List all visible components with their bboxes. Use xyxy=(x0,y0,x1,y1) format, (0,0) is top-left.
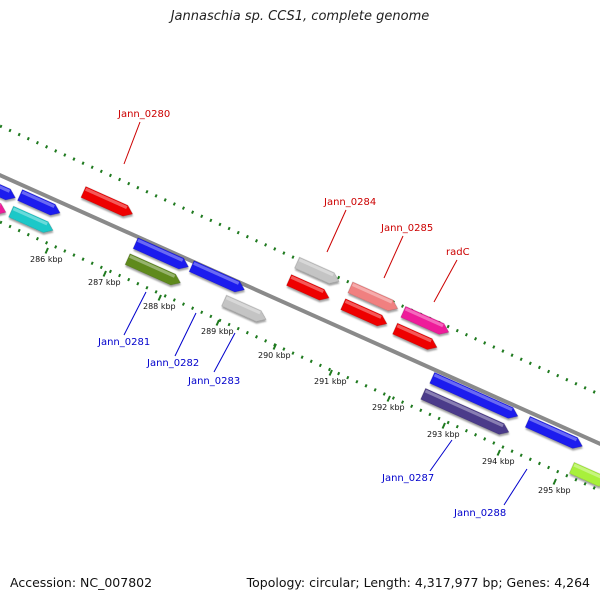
dotted-guide-line xyxy=(0,220,600,493)
label-leader-line xyxy=(383,235,404,279)
kbp-tick-mark xyxy=(441,422,446,429)
kbp-tick-label: 291 kbp xyxy=(314,377,347,386)
kbp-tick-label: 293 kbp xyxy=(427,430,460,439)
kbp-tick-mark xyxy=(44,247,49,254)
label-leader-line xyxy=(326,209,347,253)
gene-arrow[interactable] xyxy=(0,176,18,203)
kbp-tick-label: 287 kbp xyxy=(88,278,121,287)
genome-title: Jannaschia sp. CCS1, complete genome xyxy=(170,9,430,24)
gene-label[interactable]: Jann_0288 xyxy=(453,508,506,519)
gene-label[interactable]: Jann_0285 xyxy=(380,223,433,234)
kbp-tick-label: 295 kbp xyxy=(538,486,571,495)
gene-arrow[interactable] xyxy=(392,322,440,353)
gene-label[interactable]: Jann_0283 xyxy=(187,376,240,387)
gene-arrow[interactable] xyxy=(80,186,135,219)
label-leader-line xyxy=(123,291,147,336)
gene-arrow[interactable] xyxy=(8,205,56,236)
kbp-tick-mark xyxy=(496,449,501,456)
gene-label[interactable]: Jann_0281 xyxy=(97,337,150,348)
kbp-tick-mark xyxy=(102,270,107,277)
kbp-tick-label: 292 kbp xyxy=(372,403,405,412)
kbp-tick-mark xyxy=(386,395,391,402)
gene-arrow[interactable] xyxy=(429,371,521,421)
gene-arrow[interactable] xyxy=(0,195,8,218)
gene-arrow[interactable] xyxy=(340,298,390,330)
label-leader-line xyxy=(433,259,458,303)
gene-arrow[interactable] xyxy=(132,237,191,273)
gene-arrow[interactable] xyxy=(400,305,452,337)
kbp-tick-label: 288 kbp xyxy=(143,302,176,311)
gene-label[interactable]: Jann_0284 xyxy=(323,197,376,208)
kbp-tick-mark xyxy=(552,478,557,485)
kbp-tick-label: 286 kbp xyxy=(30,255,63,264)
gene-arrow[interactable] xyxy=(17,189,62,219)
kbp-tick-mark xyxy=(272,343,277,350)
gene-arrow[interactable] xyxy=(188,260,247,296)
accession-text: Accession: NC_007802 xyxy=(10,575,153,590)
kbp-tick-mark xyxy=(157,294,162,301)
gene-label[interactable]: Jann_0287 xyxy=(381,473,434,484)
kbp-tick-label: 290 kbp xyxy=(258,351,291,360)
label-leader-line xyxy=(213,332,236,373)
kbp-tick-label: 294 kbp xyxy=(482,457,515,466)
kbp-tick-labels: 286 kbp 287 kbp 288 kbp 289 kbp 290 kbp 291 k… xyxy=(30,247,571,495)
gene-label[interactable]: Jann_0280 xyxy=(117,109,170,120)
gene-arrow[interactable] xyxy=(294,256,342,287)
label-leader-line xyxy=(429,439,453,472)
gene-track xyxy=(0,176,600,489)
genome-summary-text: Topology: circular; Length: 4,317,977 bp… xyxy=(246,575,590,590)
gene-arrow[interactable] xyxy=(524,415,585,451)
gene-label[interactable]: radC xyxy=(446,247,470,258)
label-leader-lines xyxy=(123,121,528,506)
label-leader-line xyxy=(503,468,528,506)
kbp-tick-label: 289 kbp xyxy=(201,327,234,336)
gene-arrow[interactable] xyxy=(420,387,512,437)
gene-arrow[interactable] xyxy=(124,253,183,289)
label-leader-line xyxy=(123,121,141,165)
kbp-tick-mark xyxy=(328,369,333,376)
kbp-tick-mark xyxy=(215,319,220,326)
gene-arrow[interactable] xyxy=(568,461,600,489)
gene-arrow[interactable] xyxy=(286,274,331,304)
label-leader-line xyxy=(174,312,197,357)
gene-arrow[interactable] xyxy=(347,281,400,314)
genome-backbone xyxy=(0,173,600,446)
gene-label[interactable]: Jann_0282 xyxy=(146,358,199,369)
gene-arrow[interactable] xyxy=(221,294,269,325)
